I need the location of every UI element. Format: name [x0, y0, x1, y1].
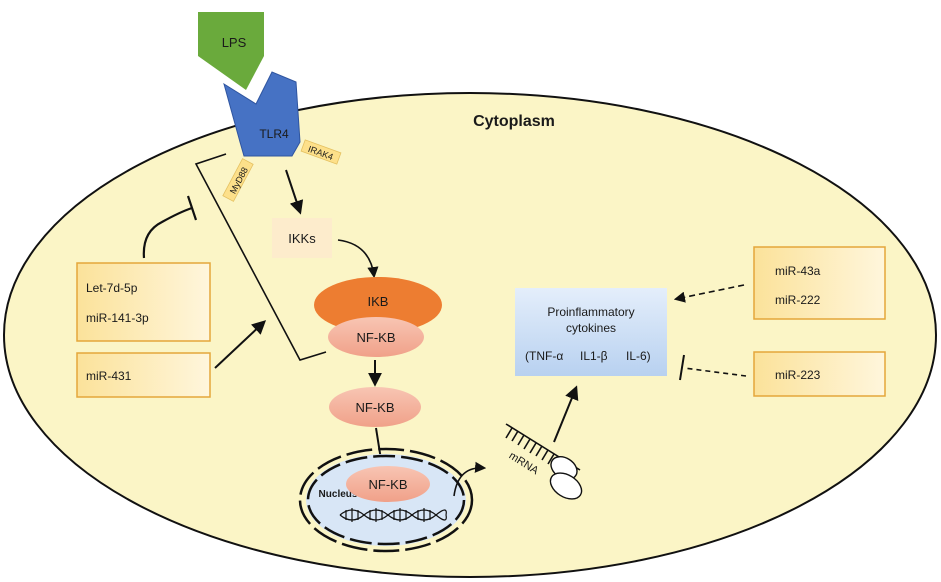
- ikks-node: IKKs: [272, 218, 332, 258]
- svg-text:NF-KB: NF-KB: [356, 400, 395, 415]
- cytokines-box: Proinflammatory cytokines (TNF-α IL1-β I…: [515, 288, 667, 376]
- arrow-ikks-to-ikb: [337, 239, 379, 279]
- nfkb-bound-node: [328, 317, 424, 357]
- svg-text:miR-141-3p: miR-141-3p: [86, 311, 149, 325]
- cytokine-il6: IL-6): [626, 349, 651, 363]
- dna-helix-icon: [339, 508, 447, 522]
- svg-text:miR-43a: miR-43a: [775, 264, 821, 278]
- arrow-translation-to-cytokines: [553, 385, 579, 443]
- arrow-tlr4-to-ikks: [285, 169, 304, 215]
- inhibition-let7d-to-pathway: [142, 195, 198, 259]
- mirna-box-mir43a-mir222: miR-43a miR-222: [753, 246, 886, 320]
- ikb-nfkb-complex: IKB NF-KB: [314, 277, 442, 357]
- lps-ligand: LPS: [198, 12, 264, 90]
- signaling-bracket: [194, 153, 327, 361]
- svg-text:Let-7d-5p: Let-7d-5p: [86, 281, 138, 295]
- cytoplasm-label: Cytoplasm: [473, 113, 555, 130]
- mirna-box-mir431: miR-431: [76, 352, 211, 398]
- nfkb-free-node: NF-KB: [329, 387, 421, 427]
- ikb-node: [314, 277, 442, 333]
- mirna-box-mir223: miR-223: [753, 351, 886, 397]
- nucleus: Nucleus NF-KB: [298, 447, 474, 553]
- svg-text:miR-222: miR-222: [775, 293, 821, 307]
- svg-text:miR-223: miR-223: [775, 368, 821, 382]
- svg-text:miR-431: miR-431: [86, 369, 132, 383]
- arrow-mir431-to-pathway: [214, 320, 267, 369]
- nfkb-nuclear-node: [346, 466, 430, 502]
- svg-text:IKKs: IKKs: [288, 231, 316, 246]
- arrow-transcription: [453, 461, 487, 497]
- arrow-mir43a-to-cytokines: [673, 284, 745, 303]
- cytokine-tnf: (TNF-α: [525, 349, 563, 363]
- mirna-box-let7d-mir141: Let-7d-5p miR-141-3p: [76, 262, 211, 342]
- tlr4-label: TLR4: [259, 127, 289, 141]
- nucleus-label: Nucleus: [319, 489, 358, 500]
- nfkb-nuclear-label: NF-KB: [369, 477, 408, 492]
- cytokines-title-2: cytokines: [566, 321, 616, 335]
- cell-membrane: [3, 92, 937, 578]
- inhibition-mir223-to-cytokines: [679, 354, 747, 381]
- cytokines-title-1: Proinflammatory: [547, 305, 634, 319]
- tlr4-receptor: TLR4: [223, 71, 301, 157]
- cytokine-il1: IL1-β: [580, 349, 608, 363]
- nfkb-bound-label: NF-KB: [357, 330, 396, 345]
- lps-label: LPS: [222, 35, 247, 50]
- ribosome-icon: [549, 456, 583, 500]
- ikb-label: IKB: [368, 294, 389, 309]
